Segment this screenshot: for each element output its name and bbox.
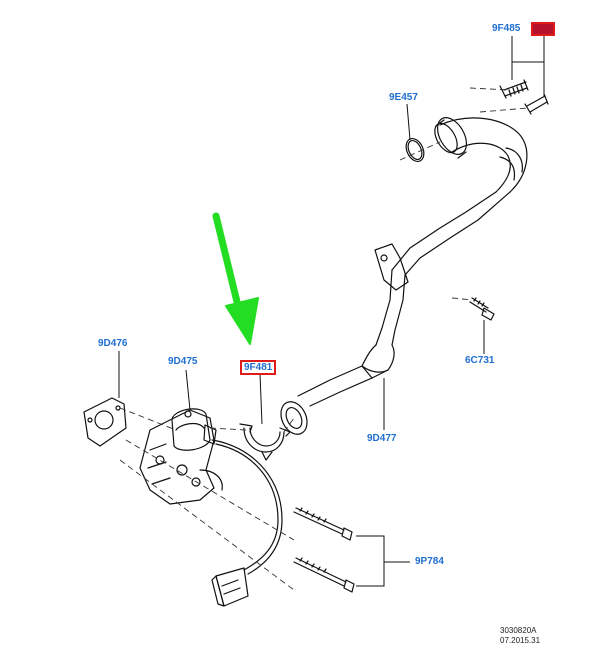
clamp-9F481-drawing [239,423,291,461]
callout-9D475[interactable]: 9D475 [168,356,198,367]
callout-9D477[interactable]: 9D477 [367,433,397,444]
gasket-9D476-drawing [83,397,127,447]
egr-tube-drawing [280,117,528,435]
callout-9F485-highlight[interactable] [531,22,555,36]
egr-valve-drawing [139,408,283,607]
bolts-9F485-drawing [499,79,549,115]
callout-9F485[interactable]: 9F485 [492,23,521,34]
callout-6C731[interactable]: 6C731 [465,355,495,366]
drawing-number: 3030820A [500,626,537,635]
green-arrow [212,212,259,345]
studs-9P784-drawing [293,507,355,593]
callout-9D476[interactable]: 9D476 [98,338,128,349]
leader-lines [118,36,545,587]
drawing-date: 07.2015.31 [500,636,541,645]
bolt-6C731-drawing [469,297,495,321]
callout-9P784[interactable]: 9P784 [415,556,444,567]
callout-9E457[interactable]: 9E457 [389,92,418,103]
alignment-lines [119,87,529,591]
callout-9F481[interactable]: 9F481 [240,360,277,375]
gasket-9E457-drawing [405,138,425,162]
